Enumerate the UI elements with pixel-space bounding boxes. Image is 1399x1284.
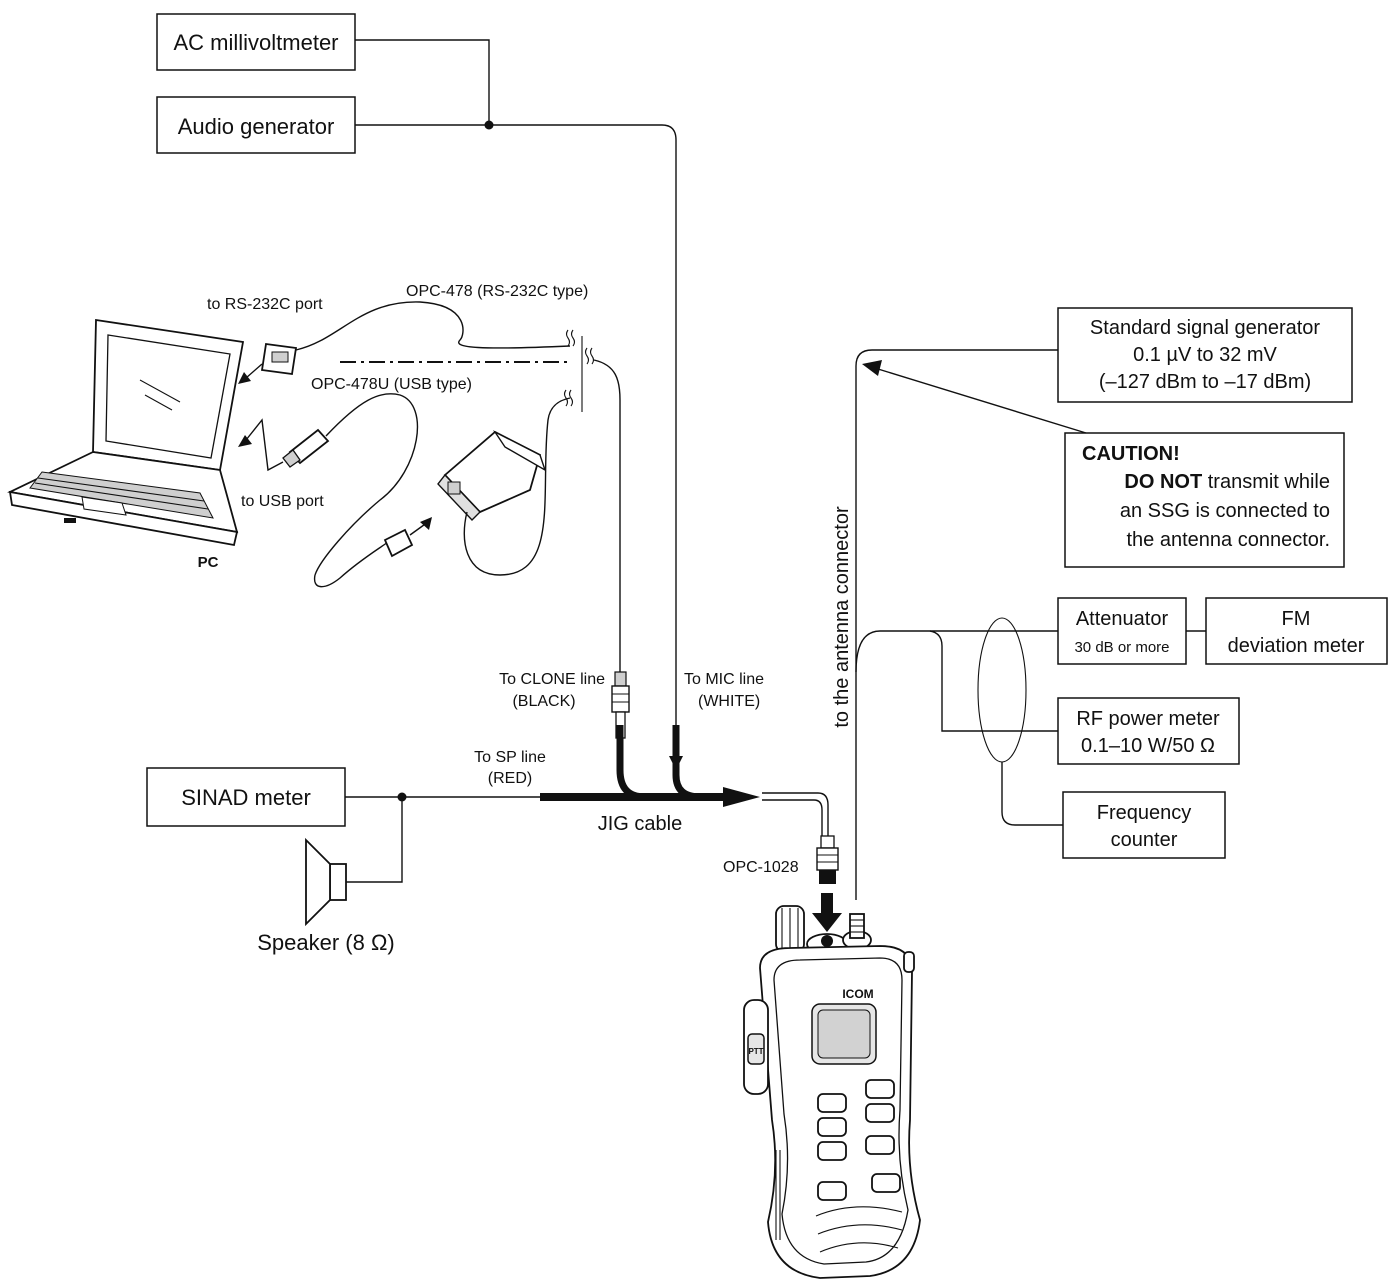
to-clone-line-color: (BLACK) [512, 693, 575, 710]
freq-counter-label-2: counter [1111, 829, 1178, 851]
to-mic-line-label: To MIC line [684, 671, 764, 688]
ssg-wire [855, 349, 1058, 900]
sinad-meter-label: SINAD meter [181, 785, 311, 810]
to-rs232c-port-label: to RS-232C port [207, 296, 323, 313]
rs232-arrow-line [245, 363, 263, 379]
radio-illustration: PTT ICOM [743, 905, 921, 1279]
ac-millivoltmeter-box: AC millivoltmeter [156, 13, 356, 71]
audio-gen-wire [355, 124, 677, 752]
rs232c-cable [295, 301, 571, 351]
caution-do-not: DO NOT [1124, 471, 1202, 493]
audio-generator-box: Audio generator [156, 96, 356, 154]
cable-bracket [563, 329, 595, 412]
usb-arrow-line [245, 418, 284, 472]
opc1028-connector [816, 835, 839, 884]
attenuator-sub-label: 30 dB or more [1074, 639, 1169, 656]
opc1028-cable [762, 792, 829, 836]
probe-ellipse [977, 617, 1027, 763]
usb-arrow-head [238, 435, 252, 447]
rf-power-label: RF power meter [1076, 708, 1220, 730]
instrument-bus [855, 630, 1058, 673]
ssg-title: Standard signal generator [1090, 317, 1320, 339]
to-sp-line-label: To SP line [474, 749, 546, 766]
caution-title: CAUTION! [1082, 443, 1180, 465]
attenuator-label: Attenuator [1076, 608, 1169, 630]
caution-arrow-head [862, 360, 882, 376]
frequency-counter-box: Frequency counter [1062, 791, 1226, 859]
speaker-label: Speaker (8 Ω) [257, 930, 395, 955]
ssg-range-uv: 0.1 µV to 32 mV [1133, 344, 1277, 366]
speaker-icon [305, 837, 347, 927]
caution-line1-rest: transmit while [1202, 471, 1330, 493]
fm-label: FM [1282, 608, 1311, 630]
opc478u-label: OPC-478U (USB type) [311, 376, 472, 393]
junction-dot [484, 120, 494, 130]
usb-cable [314, 393, 419, 576]
caution-box: CAUTION! DO NOT transmit while an SSG is… [1064, 432, 1345, 568]
attenuator-box: Attenuator 30 dB or more [1057, 597, 1187, 665]
rf-power-meter-box: RF power meter 0.1–10 W/50 Ω [1057, 697, 1240, 765]
to-usb-port-label: to USB port [241, 493, 324, 510]
freq-counter-label: Frequency [1097, 802, 1192, 824]
speaker-wire [346, 797, 403, 883]
caution-line3: the antenna connector. [1127, 529, 1331, 551]
laptop-illustration: PC [7, 318, 245, 571]
ssg-range-dbm: (–127 dBm to –17 dBm) [1099, 371, 1311, 393]
jig-cable [540, 725, 760, 807]
caution-line2: an SSG is connected to [1120, 500, 1330, 522]
clone-cable [593, 359, 621, 672]
rf-power-range: 0.1–10 W/50 Ω [1081, 735, 1215, 757]
plug-in-arrow [812, 893, 842, 932]
to-antenna-label: to the antenna connector [831, 506, 853, 728]
usb-plug [282, 428, 330, 468]
caution-line1: DO NOT transmit while [1124, 471, 1330, 493]
ptt-label: PTT [748, 1047, 763, 1056]
caution-arrow-line [877, 368, 1087, 434]
pc-label: PC [198, 554, 219, 571]
audio-generator-label: Audio generator [178, 114, 335, 139]
jig-cable-label: JIG cable [598, 813, 682, 835]
opc1028-label: OPC-1028 [723, 859, 799, 876]
interface-adapter [437, 430, 547, 522]
to-clone-line-label: To CLONE line [499, 671, 605, 688]
db9-connector [260, 342, 298, 376]
opc478-label: OPC-478 (RS-232C type) [406, 283, 588, 300]
fm-deviation-label: deviation meter [1228, 635, 1365, 657]
ssg-box: Standard signal generator 0.1 µV to 32 m… [1057, 307, 1353, 403]
to-sp-line-color: (RED) [488, 770, 532, 787]
ac-millivoltmeter-label: AC millivoltmeter [173, 30, 338, 55]
brand-label: ICOM [842, 987, 873, 1001]
ac-mv-wire [355, 39, 490, 125]
fm-deviation-box: FM deviation meter [1205, 597, 1388, 665]
sinad-meter-box: SINAD meter [146, 767, 346, 827]
rs232-arrow-head [238, 372, 251, 384]
adapter-plug [383, 528, 414, 558]
to-mic-line-color: (WHITE) [698, 693, 760, 710]
